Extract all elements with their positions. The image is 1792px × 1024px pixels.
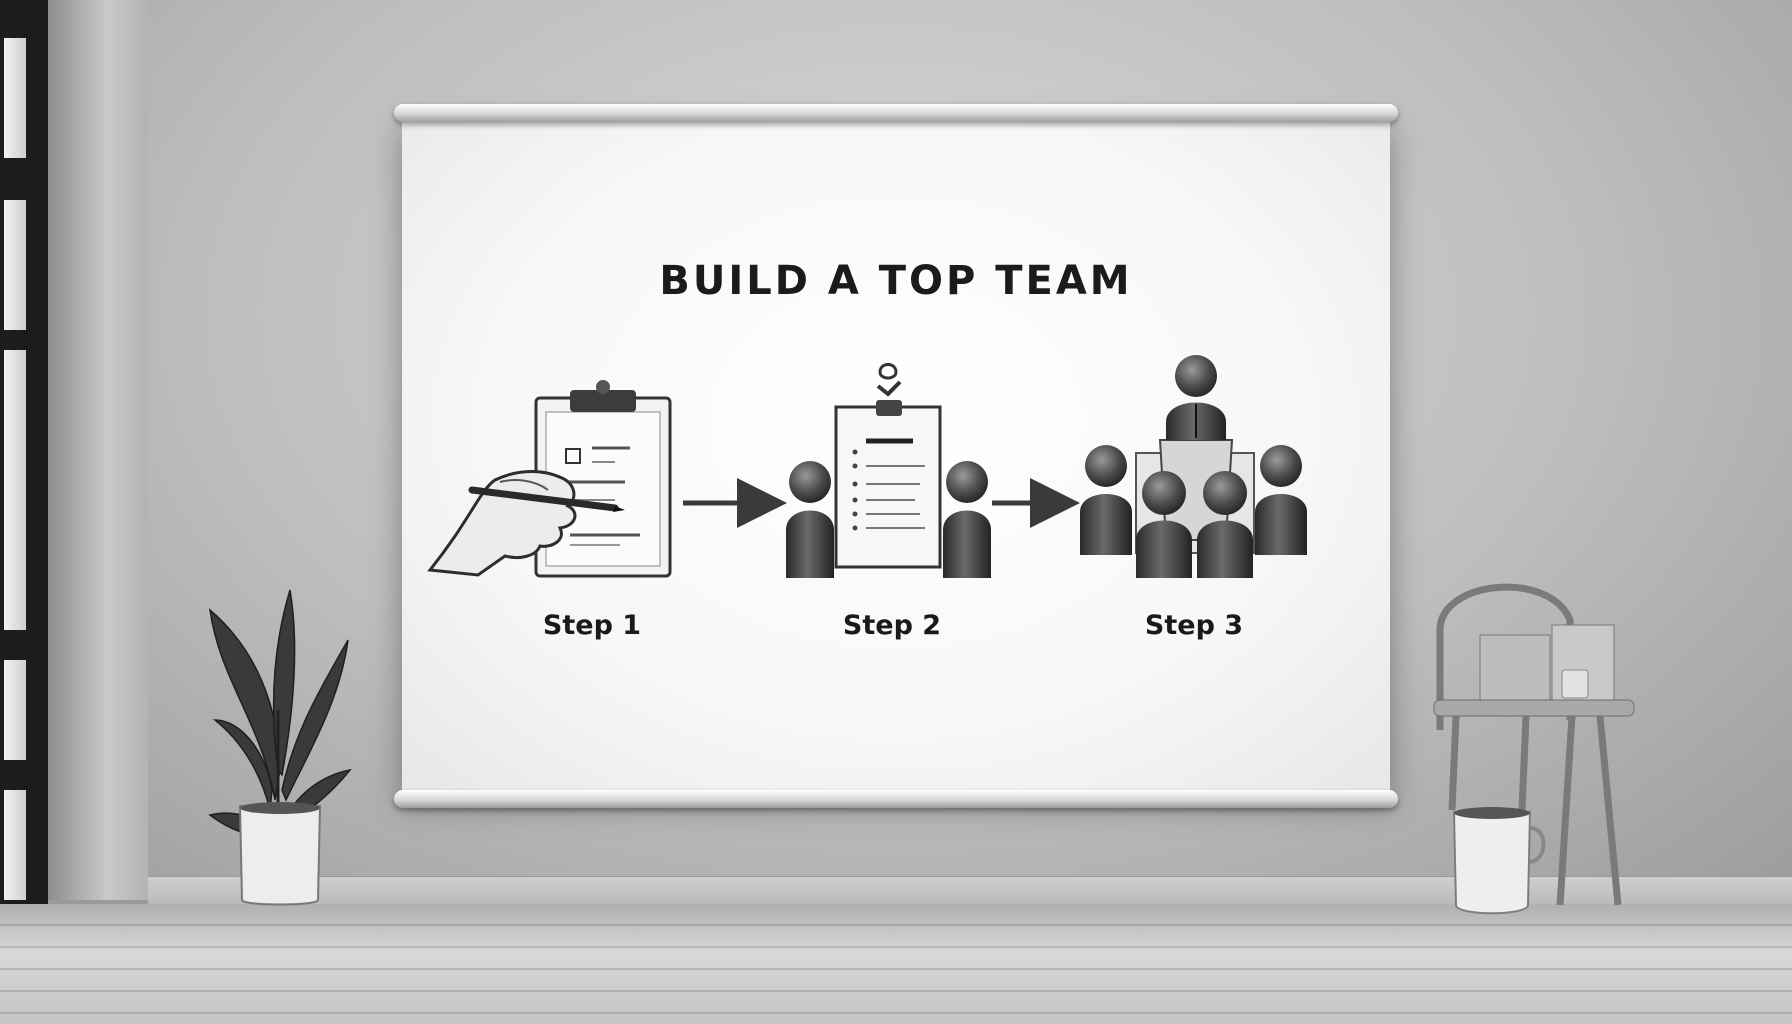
person-icon xyxy=(943,461,991,578)
step-1-label: Step 1 xyxy=(512,610,672,641)
chair xyxy=(1430,560,1650,920)
step-3-label: Step 3 xyxy=(1114,610,1274,641)
cup-icon xyxy=(1562,670,1588,698)
potted-plant xyxy=(200,570,360,910)
document-icon xyxy=(836,365,940,568)
step-2-label: Step 2 xyxy=(812,610,972,641)
person-icon xyxy=(786,461,834,578)
team-group-icon xyxy=(1080,355,1307,578)
